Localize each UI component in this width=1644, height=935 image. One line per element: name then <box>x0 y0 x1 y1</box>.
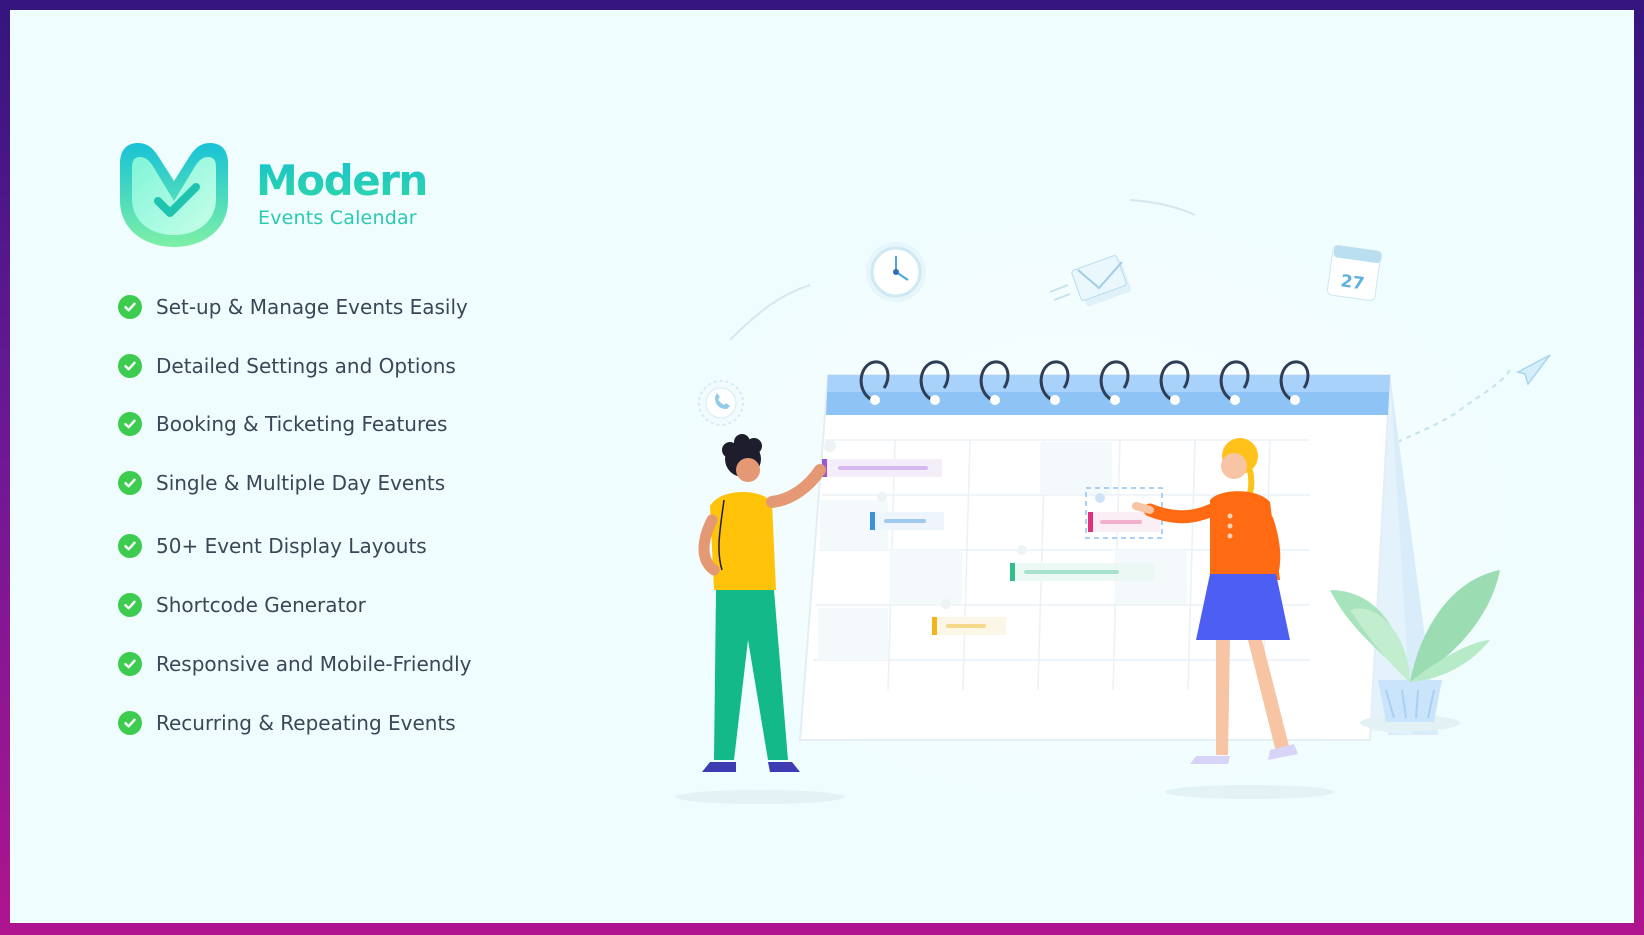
calendar-illustration: 27 <box>675 199 1551 804</box>
calendar-event <box>822 459 942 477</box>
mini-calendar-icon: 27 <box>1326 245 1382 301</box>
clock-icon <box>866 242 926 302</box>
feature-item: Recurring & Repeating Events <box>118 708 456 738</box>
check-circle-icon <box>118 471 142 495</box>
feature-label: Responsive and Mobile-Friendly <box>156 652 472 676</box>
woman-figure <box>1132 438 1298 764</box>
mini-calendar-day: 27 <box>1339 271 1365 294</box>
phone-icon <box>698 380 744 426</box>
feature-label: Recurring & Repeating Events <box>156 711 456 735</box>
calendar-event <box>1085 487 1163 539</box>
feature-item: Responsive and Mobile-Friendly <box>118 649 472 679</box>
calendar-event <box>870 512 944 530</box>
decor-curve <box>1369 369 1511 456</box>
man-figure <box>698 434 826 772</box>
feature-label: Shortcode Generator <box>156 593 366 617</box>
feature-item: Single & Multiple Day Events <box>118 468 445 498</box>
logo-mark-icon <box>120 143 228 247</box>
check-circle-icon <box>118 711 142 735</box>
check-circle-icon <box>118 354 142 378</box>
feature-item: Shortcode Generator <box>118 590 366 620</box>
calendar-event <box>932 617 1006 635</box>
floor-shadow <box>1165 785 1335 799</box>
floor-shadow <box>675 790 845 804</box>
decor-curve <box>729 284 811 341</box>
feature-item: Set-up & Manage Events Easily <box>118 292 468 322</box>
check-circle-icon <box>118 295 142 319</box>
check-circle-icon <box>118 652 142 676</box>
feature-item: Booking & Ticketing Features <box>118 409 447 439</box>
paper-plane-icon <box>1516 354 1551 386</box>
calendar-event <box>1010 563 1155 581</box>
plant-icon <box>1330 570 1500 731</box>
feature-label: Set-up & Manage Events Easily <box>156 295 468 319</box>
feature-item: Detailed Settings and Options <box>118 351 456 381</box>
decor-curve <box>1129 199 1196 216</box>
feature-label: Booking & Ticketing Features <box>156 412 448 436</box>
feature-label: Single & Multiple Day Events <box>156 471 446 495</box>
check-circle-icon <box>118 534 142 558</box>
brand-logo: Modern Events Calendar <box>116 135 446 255</box>
check-circle-icon <box>118 593 142 617</box>
brand-name: Modern <box>256 156 428 205</box>
check-circle-icon <box>118 412 142 436</box>
banner-canvas: Modern Events Calendar Set-up & Manage E… <box>10 10 1634 923</box>
envelope-icon <box>1049 255 1132 307</box>
feature-label: 50+ Event Display Layouts <box>156 534 427 558</box>
feature-item: 50+ Event Display Layouts <box>118 531 427 561</box>
brand-subtitle: Events Calendar <box>258 207 417 229</box>
wall-calendar <box>798 360 1392 741</box>
feature-label: Detailed Settings and Options <box>156 354 456 378</box>
